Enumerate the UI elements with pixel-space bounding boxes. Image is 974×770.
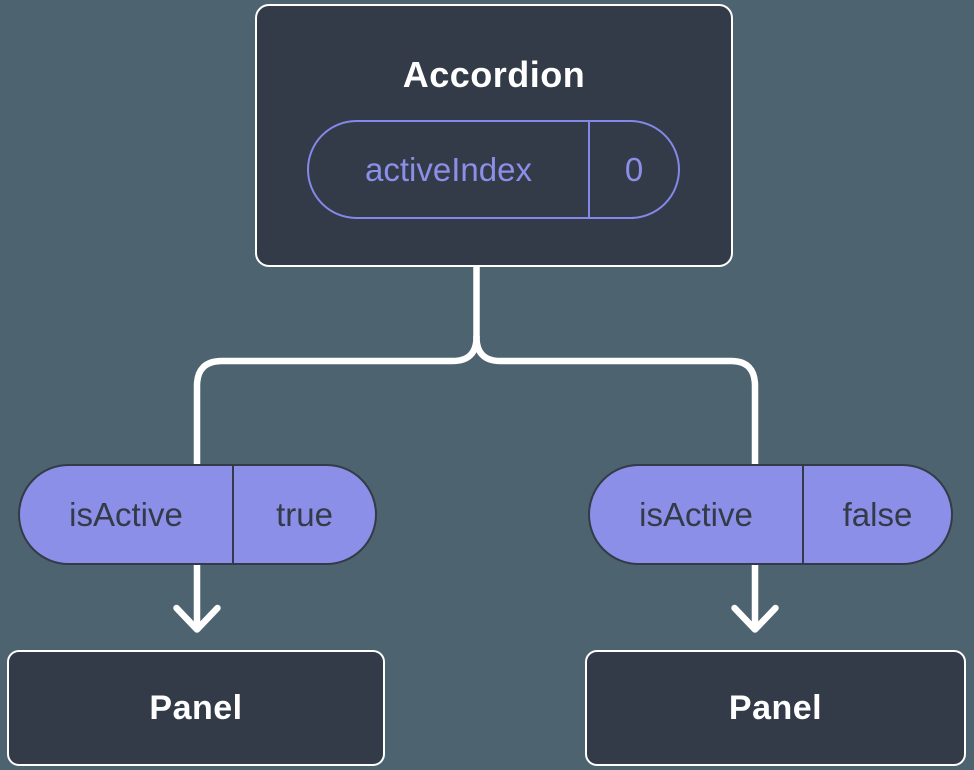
prop-name-label: isActive bbox=[69, 495, 183, 533]
is-active-true-pill: isActive true bbox=[18, 464, 377, 565]
connector-branch-left bbox=[193, 333, 480, 626]
panel-node-right: Panel bbox=[585, 650, 966, 766]
state-name-label: activeIndex bbox=[365, 150, 532, 188]
prop-value-label: false bbox=[802, 466, 951, 563]
accordion-node: Accordion activeIndex 0 bbox=[255, 4, 733, 267]
prop-value-label: true bbox=[232, 466, 375, 563]
panel-node-left: Panel bbox=[7, 650, 385, 766]
arrowhead-left-icon bbox=[173, 604, 221, 633]
prop-name-label: isActive bbox=[639, 495, 753, 533]
accordion-node-title: Accordion bbox=[402, 54, 586, 95]
connector-branch-right bbox=[473, 333, 759, 626]
panel-node-title: Panel bbox=[728, 688, 823, 727]
panel-node-title: Panel bbox=[149, 688, 243, 727]
state-value-label: 0 bbox=[588, 122, 678, 217]
is-active-false-pill: isActive false bbox=[588, 464, 953, 565]
arrowhead-right-icon bbox=[731, 604, 779, 633]
active-index-state-pill: activeIndex 0 bbox=[307, 120, 680, 219]
